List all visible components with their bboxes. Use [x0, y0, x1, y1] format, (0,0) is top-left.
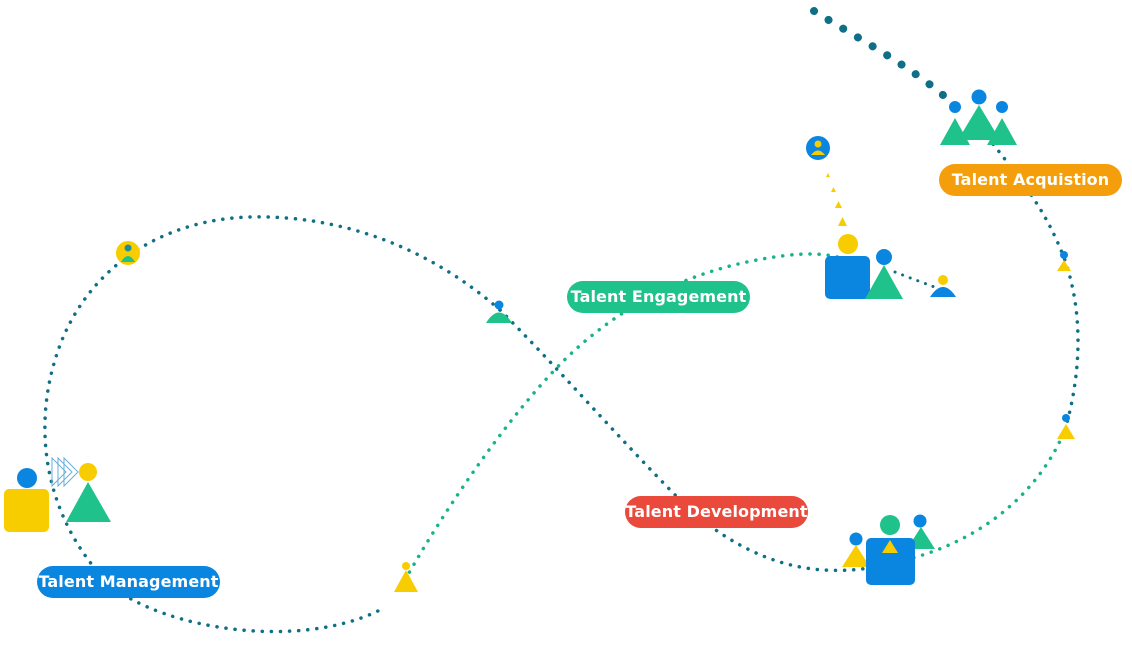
- connector-path: [893, 270, 944, 292]
- label-talent-acquisition: Talent Acquistion: [939, 164, 1122, 196]
- label-talent-development: Talent Development: [625, 496, 808, 528]
- lower-right-arc-path: [903, 428, 1067, 562]
- label-talent-management: Talent Management: [37, 566, 220, 598]
- entry-path: [810, 7, 969, 119]
- person-coin-icon: [116, 241, 140, 265]
- mentor-avatar-icon: [486, 300, 512, 323]
- engagement-diagonal-path: [403, 252, 852, 582]
- arrow-trail: [826, 173, 847, 226]
- label-talent-engagement: Talent Engagement: [567, 281, 750, 313]
- triangle-marker-bottom: [394, 562, 418, 592]
- person-avatar-icon: [930, 275, 956, 297]
- left-loop-path: [43, 215, 502, 634]
- play-arrows-icon: [51, 456, 79, 488]
- management-people-icon: [4, 456, 111, 532]
- people-group-icon: [940, 89, 1017, 145]
- development-diagonal-path: [498, 308, 872, 573]
- triangle-marker-upper: [1057, 251, 1071, 271]
- engagement-people-icon: [825, 234, 903, 299]
- development-team-icon: [842, 514, 935, 585]
- person-badge-icon: [806, 136, 830, 160]
- triangle-marker-lower: [1057, 414, 1075, 439]
